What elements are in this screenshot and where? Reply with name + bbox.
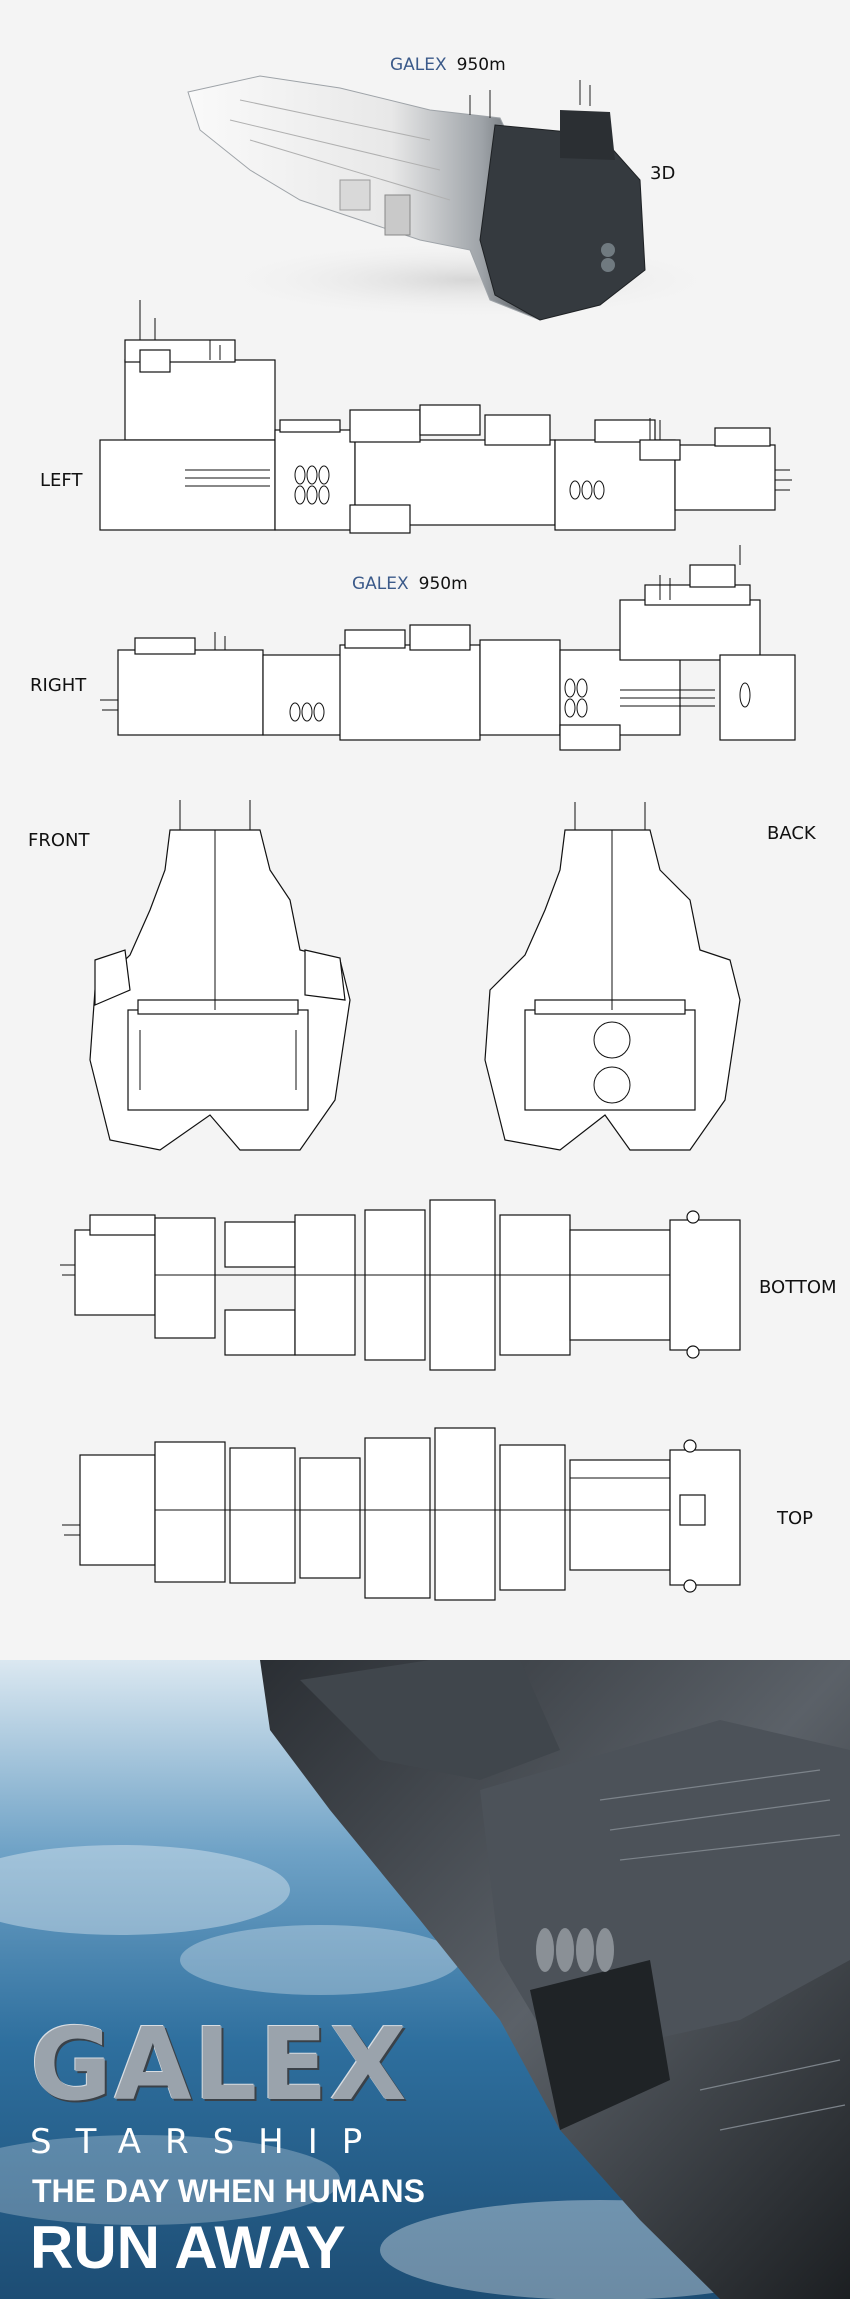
front-view: [89, 829, 351, 1151]
poster-tagline-2: RUN AWAY: [30, 2214, 346, 2281]
ship-length: 950m: [456, 55, 506, 75]
view-label-3d: 3D: [650, 163, 676, 184]
view-label-bottom: BOTTOM: [759, 1277, 837, 1298]
ship-name: GALEX: [390, 55, 447, 75]
ship-front-back-views: [89, 800, 741, 1151]
poster-artwork: [0, 1660, 850, 2299]
view-label-front: FRONT: [28, 830, 90, 851]
poster-tagline-1: THE DAY WHEN HUMANS: [32, 2173, 425, 2209]
top-ship-header: GALEX 950m: [390, 55, 506, 75]
ship-3d-render: [187, 75, 730, 321]
ship-right-elevation: [100, 545, 796, 751]
poster-title: GALEX: [30, 2006, 409, 2123]
mid-ship-name: GALEX: [352, 574, 409, 594]
mid-ship-header: GALEX 950m: [352, 574, 468, 594]
mid-ship-length: 950m: [418, 574, 468, 594]
promo-poster: GALEX STARSHIP THE DAY WHEN HUMANS RUN A…: [0, 1660, 850, 2299]
ship-top-plan: [62, 1427, 741, 1601]
view-label-right: RIGHT: [30, 675, 87, 696]
ship-left-elevation: [99, 300, 792, 534]
ship-bottom-plan: [60, 1199, 741, 1371]
view-label-top: TOP: [777, 1508, 814, 1529]
view-label-left: LEFT: [40, 470, 83, 491]
poster-subtitle: STARSHIP: [30, 2122, 387, 2162]
view-label-back: BACK: [767, 823, 816, 844]
